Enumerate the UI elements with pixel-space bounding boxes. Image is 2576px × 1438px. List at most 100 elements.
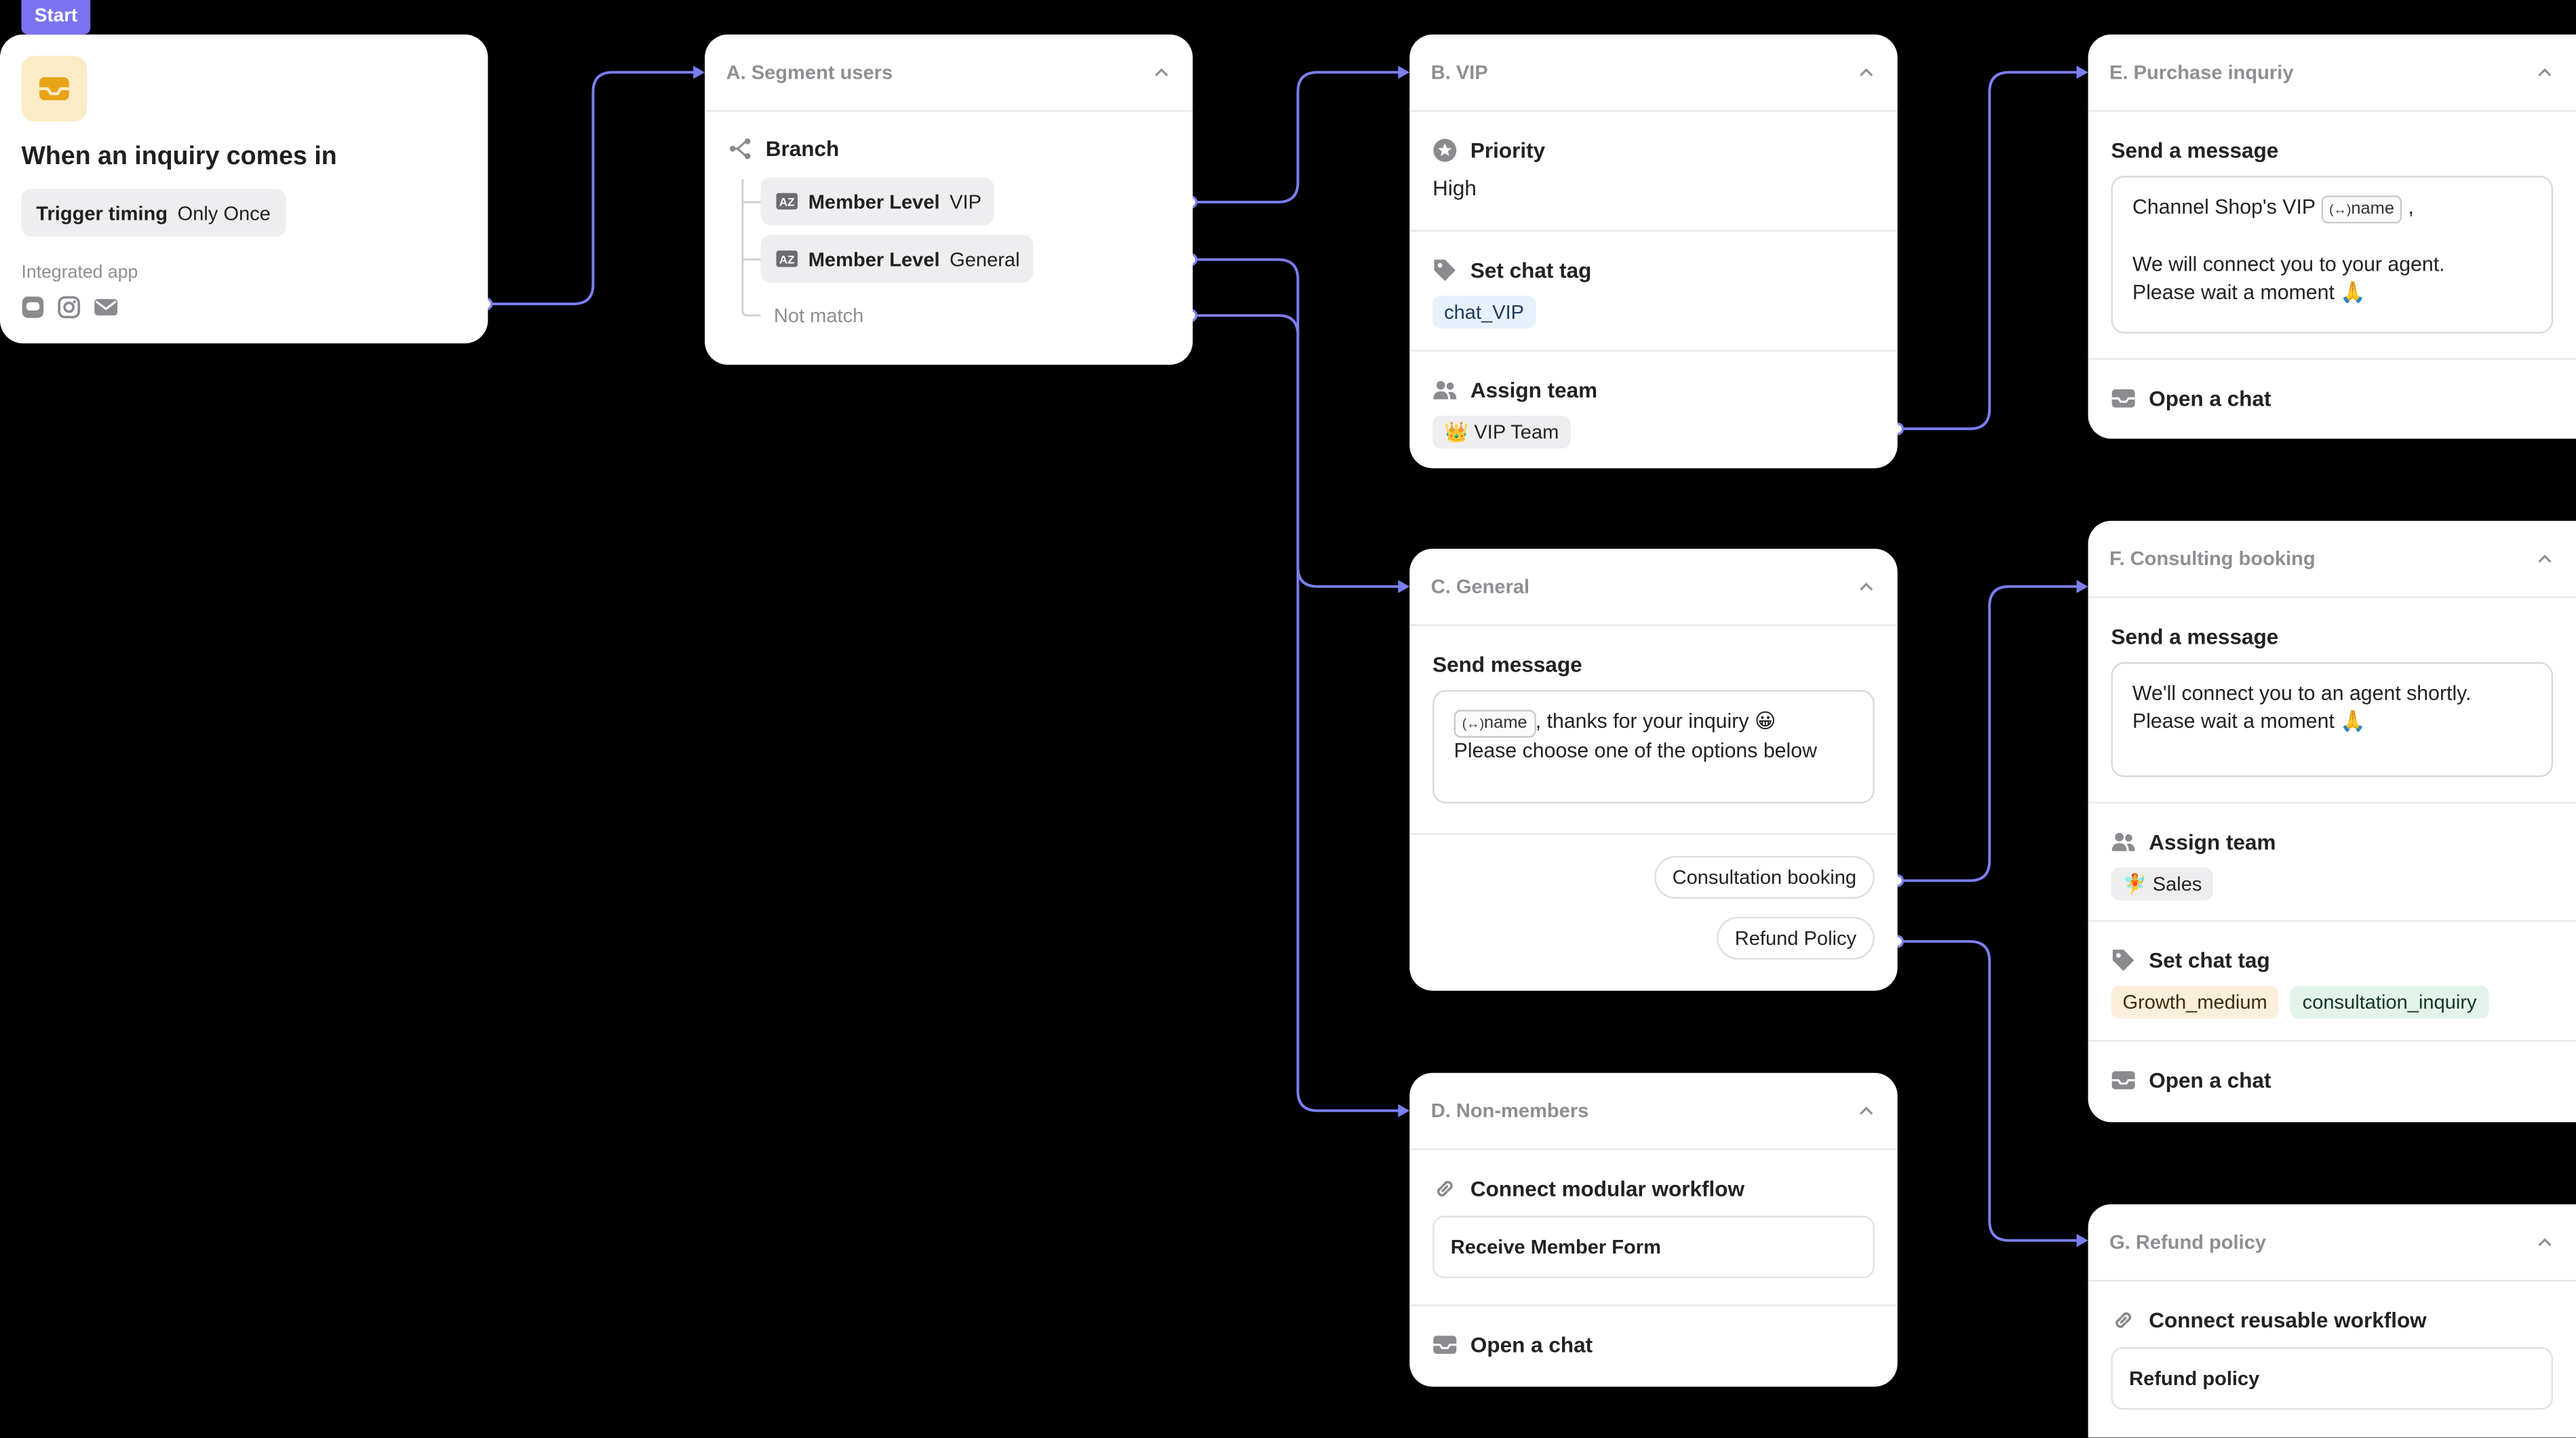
trigger-timing-label: Trigger timing: [36, 201, 168, 225]
collapse-chevron-icon[interactable]: [1858, 579, 1875, 595]
refund-policy-card[interactable]: G. Refund policy Connect reusable workfl…: [2088, 1204, 2576, 1438]
non-members-card-title: D. Non-members: [1430, 1099, 1589, 1123]
message-suffix: ,: [2408, 195, 2414, 219]
refund-card-title: G. Refund policy: [2109, 1230, 2267, 1254]
message-line-2: Please wait a moment 🙏: [2132, 710, 2366, 733]
chat-app-icon: [22, 296, 44, 318]
send-message-label: Send a message: [2111, 138, 2279, 163]
branch-rule-general[interactable]: AZ Member Level General: [760, 235, 1033, 283]
send-message-label: Send message: [1432, 652, 1582, 677]
purchase-inquiry-card[interactable]: E. Purchase inquriy Send a message Chann…: [2088, 34, 2576, 439]
collapse-chevron-icon[interactable]: [2537, 550, 2553, 566]
svg-text:AZ: AZ: [779, 253, 795, 266]
collapse-chevron-icon[interactable]: [2537, 64, 2553, 80]
open-chat-section[interactable]: Open a chat: [2088, 1042, 2576, 1123]
variable-icon: (↔): [1462, 716, 1485, 731]
segment-users-card[interactable]: A. Segment users Branch AZ Member Level …: [705, 34, 1193, 365]
general-card[interactable]: C. General Send message (↔)name, thanks …: [1409, 549, 1898, 991]
consulting-card-title: F. Consulting booking: [2109, 547, 2316, 570]
message-line-1: , thanks for your inquiry 😀: [1535, 710, 1776, 733]
message-preview[interactable]: (↔)name, thanks for your inquiry 😀 Pleas…: [1432, 690, 1875, 804]
branch-icon: [729, 138, 751, 159]
consulting-booking-card[interactable]: F. Consulting booking Send a message We'…: [2088, 520, 2576, 1123]
chat-tag-chip: Growth_medium: [2111, 986, 2279, 1019]
send-message-section[interactable]: Send message (↔)name, thanks for your in…: [1409, 626, 1898, 835]
variable-icon: (↔): [2329, 201, 2351, 217]
message-line-2: Please choose one of the options below: [1453, 739, 1817, 762]
team-chip: 👑 VIP Team: [1432, 415, 1571, 449]
assign-team-section[interactable]: Assign team 🧚 Sales: [2088, 803, 2576, 922]
non-members-card[interactable]: D. Non-members Connect modular workflow …: [1409, 1072, 1898, 1387]
collapse-chevron-icon[interactable]: [1153, 64, 1169, 80]
message-preview[interactable]: We'll connect you to an agent shortly. P…: [2111, 662, 2554, 777]
collapse-chevron-icon[interactable]: [1858, 64, 1875, 80]
segment-card-title: A. Segment users: [726, 60, 893, 84]
chat-tag-section[interactable]: Set chat tag chat_VIP: [1409, 232, 1898, 352]
collapse-chevron-icon[interactable]: [1858, 1102, 1875, 1119]
connect-workflow-section[interactable]: Connect reusable workflow Refund policy: [2088, 1281, 2576, 1437]
option-button-refund[interactable]: Refund Policy: [1717, 916, 1875, 960]
people-icon: [1433, 381, 1457, 400]
integrated-app-label: Integrated app: [21, 263, 138, 283]
start-trigger-card[interactable]: When an inquiry comes in Trigger timing …: [0, 34, 488, 344]
general-card-title: C. General: [1430, 575, 1530, 598]
trigger-title: When an inquiry comes in: [21, 142, 337, 171]
open-chat-label: Open a chat: [1470, 1332, 1593, 1357]
rule-field: Member Level: [808, 247, 940, 271]
connect-workflow-label: Connect reusable workflow: [2149, 1308, 2427, 1333]
message-line-1: We'll connect you to an agent shortly.: [2132, 682, 2472, 705]
assign-team-label: Assign team: [1470, 378, 1598, 403]
svg-text:AZ: AZ: [779, 196, 795, 209]
link-icon: [1437, 1180, 1453, 1197]
priority-section[interactable]: Priority High: [1409, 112, 1898, 232]
open-chat-label: Open a chat: [2149, 1068, 2271, 1093]
edge-b-to-e: [1897, 65, 2088, 431]
message-line-3: Please wait a moment 🙏: [2132, 281, 2366, 305]
chat-tag-section[interactable]: Set chat tag Growth_medium consultation_…: [2088, 922, 2576, 1042]
assign-team-section[interactable]: Assign team 👑 VIP Team: [1409, 351, 1897, 468]
open-chat-section[interactable]: Open a chat: [1409, 1306, 1897, 1387]
edge-consult-to-f: [1897, 580, 2088, 882]
rule-value: VIP: [950, 189, 981, 213]
open-chat-label: Open a chat: [2149, 386, 2271, 411]
variable-pill: (↔)name: [2320, 195, 2403, 224]
trigger-timing-pill[interactable]: Trigger timing Only Once: [21, 189, 286, 237]
variable-pill: (↔)name: [1453, 710, 1536, 738]
mail-icon: [94, 298, 118, 316]
edge-refund-to-g: [1897, 939, 2088, 1247]
start-badge: Start: [21, 0, 91, 35]
star-badge-icon: [1433, 138, 1457, 162]
edge-notmatch-to-d: [1191, 314, 1410, 1118]
vip-card-title: B. VIP: [1430, 60, 1488, 84]
chat-tag-label: Set chat tag: [1470, 258, 1592, 283]
option-button-consultation[interactable]: Consultation booking: [1654, 855, 1875, 899]
message-preview[interactable]: Channel Shop's VIP (↔)name , We will con…: [2111, 176, 2554, 334]
send-message-section[interactable]: Send a message We'll connect you to an a…: [2088, 598, 2576, 804]
connect-workflow-section[interactable]: Connect modular workflow Receive Member …: [1409, 1150, 1898, 1306]
trigger-timing-value: Only Once: [177, 201, 271, 225]
workflow-reference[interactable]: Refund policy: [2111, 1347, 2554, 1410]
chat-tag-chip: chat_VIP: [1432, 295, 1536, 329]
edge-start-to-segment: [486, 65, 705, 306]
priority-label: Priority: [1470, 138, 1546, 163]
vip-card[interactable]: B. VIP Priority High Set chat tag chat_V…: [1409, 34, 1898, 469]
send-message-section[interactable]: Send a message Channel Shop's VIP (↔)nam…: [2088, 112, 2576, 360]
chat-tag-chip: consultation_inquiry: [2290, 986, 2489, 1019]
text-attribute-icon: AZ: [776, 193, 798, 210]
priority-value: High: [1432, 176, 1477, 201]
rule-field: Member Level: [808, 189, 940, 213]
inbox-icon-tile: [21, 56, 87, 122]
branch-rule-vip[interactable]: AZ Member Level VIP: [760, 177, 995, 225]
collapse-chevron-icon[interactable]: [2537, 1234, 2553, 1250]
instagram-icon: [58, 296, 81, 319]
open-chat-section[interactable]: Open a chat: [2088, 360, 2576, 438]
link-icon: [2115, 1312, 2132, 1328]
edge-vip-to-b: [1191, 65, 1410, 203]
purchase-card-title: E. Purchase inquriy: [2109, 60, 2294, 84]
assign-team-label: Assign team: [2149, 830, 2276, 855]
branch-not-match[interactable]: Not match: [773, 304, 874, 328]
tag-icon: [1434, 259, 1456, 281]
workflow-reference[interactable]: Receive Member Form: [1432, 1216, 1875, 1279]
inbox-icon: [1433, 1336, 1457, 1354]
